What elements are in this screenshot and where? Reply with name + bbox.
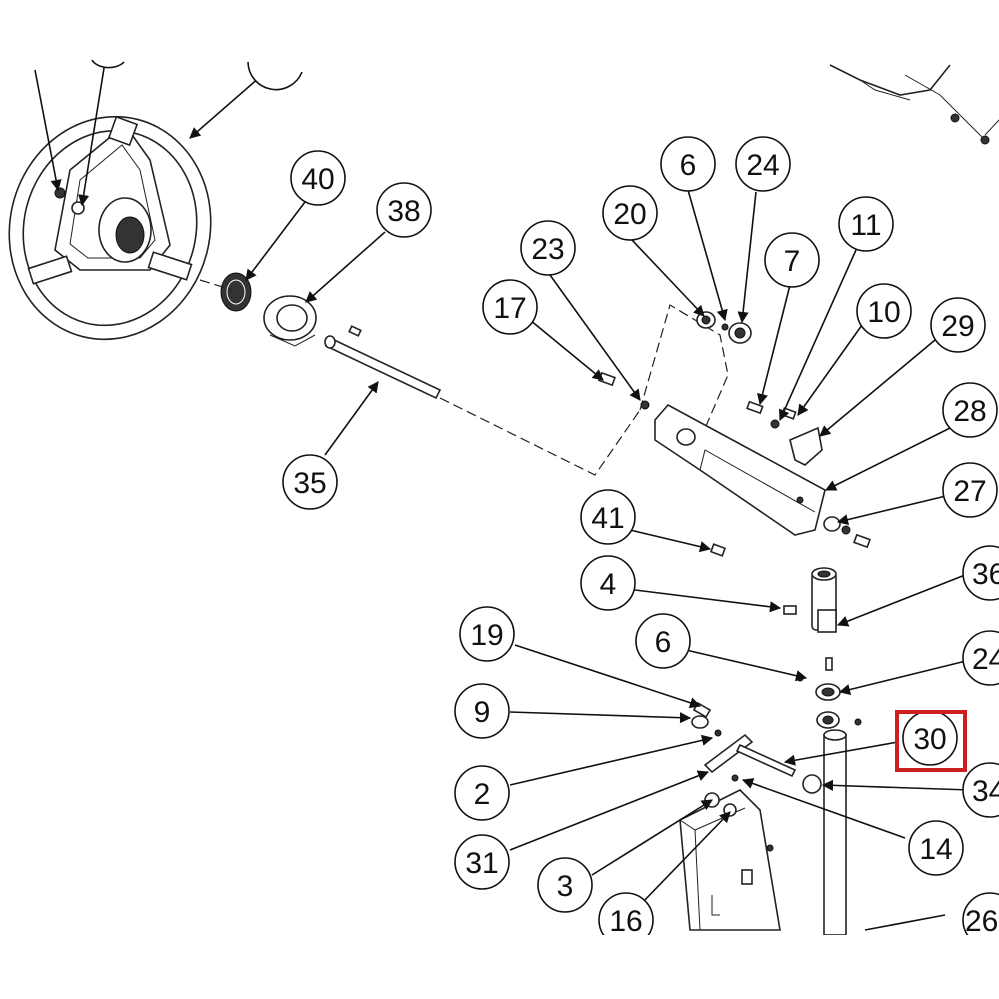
- spline-nut: [220, 272, 252, 312]
- callout-11: 11: [838, 196, 894, 252]
- callout-7: 7: [764, 232, 820, 288]
- svg-text:20: 20: [613, 198, 646, 231]
- callout-26: 26: [962, 892, 999, 948]
- svg-text:35: 35: [293, 467, 326, 500]
- svg-text:16: 16: [609, 905, 642, 938]
- svg-text:6: 6: [680, 149, 697, 182]
- callout-6-lower: 6: [635, 613, 691, 669]
- svg-text:9: 9: [474, 696, 491, 729]
- svg-text:14: 14: [919, 833, 952, 866]
- steering-shaft: [324, 325, 442, 400]
- svg-text:2: 2: [474, 778, 491, 811]
- callout-10: 10: [856, 283, 912, 339]
- callout-34: 34: [962, 762, 999, 818]
- svg-text:26: 26: [965, 905, 998, 938]
- callout-27: 27: [942, 462, 998, 518]
- callout-31: 31: [454, 834, 510, 890]
- callout-41: 41: [580, 489, 636, 545]
- universal-joint: [783, 567, 837, 671]
- svg-text:4: 4: [600, 568, 617, 601]
- callout-17: 17: [482, 279, 538, 335]
- svg-text:24: 24: [746, 149, 779, 182]
- svg-text:6: 6: [655, 626, 672, 659]
- callout-bubbles: 40 38 35 6 24 20 23 17 7 11 10 29 28 27 …: [282, 136, 999, 948]
- callout-28: 28: [942, 382, 998, 438]
- svg-text:7: 7: [784, 245, 801, 278]
- svg-text:41: 41: [591, 502, 624, 535]
- callout-14: 14: [908, 820, 964, 876]
- svg-text:40: 40: [301, 163, 334, 196]
- lever-arm: [691, 701, 822, 794]
- callout-20: 20: [602, 185, 658, 241]
- svg-text:29: 29: [941, 310, 974, 343]
- callout-36: 36: [962, 545, 999, 601]
- steering-column-tube: [823, 729, 847, 936]
- callout-19: 19: [459, 606, 515, 662]
- lower-bracket: [679, 789, 781, 931]
- callout-29: 29: [930, 297, 986, 353]
- bushing: [263, 295, 317, 347]
- svg-text:11: 11: [850, 209, 881, 242]
- callout-6-upper: 6: [660, 136, 716, 192]
- svg-text:27: 27: [953, 475, 986, 508]
- svg-text:28: 28: [953, 395, 986, 428]
- svg-text:23: 23: [531, 233, 564, 266]
- callout-35: 35: [282, 454, 338, 510]
- column-bracket: [654, 403, 826, 536]
- svg-text:38: 38: [387, 195, 420, 228]
- svg-text:19: 19: [470, 619, 503, 652]
- svg-text:36: 36: [972, 558, 999, 591]
- hardware-upper: [598, 311, 871, 557]
- svg-text:17: 17: [493, 292, 526, 325]
- svg-text:24: 24: [972, 643, 999, 676]
- lower-bearings: [796, 674, 862, 729]
- svg-text:31: 31: [465, 847, 498, 880]
- svg-text:10: 10: [867, 296, 900, 329]
- callout-9: 9: [454, 683, 510, 739]
- callout-38: 38: [376, 182, 432, 238]
- steering-wheel: [8, 115, 212, 341]
- callout-4: 4: [580, 555, 636, 611]
- callout-24-upper: 24: [735, 136, 791, 192]
- leader-lines: [245, 189, 971, 931]
- callout-24-lower: 24: [962, 630, 999, 686]
- callout-40: 40: [290, 150, 346, 206]
- callout-23: 23: [520, 220, 576, 276]
- seat-partial: [829, 64, 999, 145]
- callout-3: 3: [537, 857, 593, 913]
- svg-text:34: 34: [972, 775, 999, 808]
- svg-text:30: 30: [913, 723, 946, 756]
- svg-text:3: 3: [557, 870, 574, 903]
- highlight-box: [895, 710, 967, 772]
- callout-30: 30: [902, 710, 958, 766]
- callout-2: 2: [454, 765, 510, 821]
